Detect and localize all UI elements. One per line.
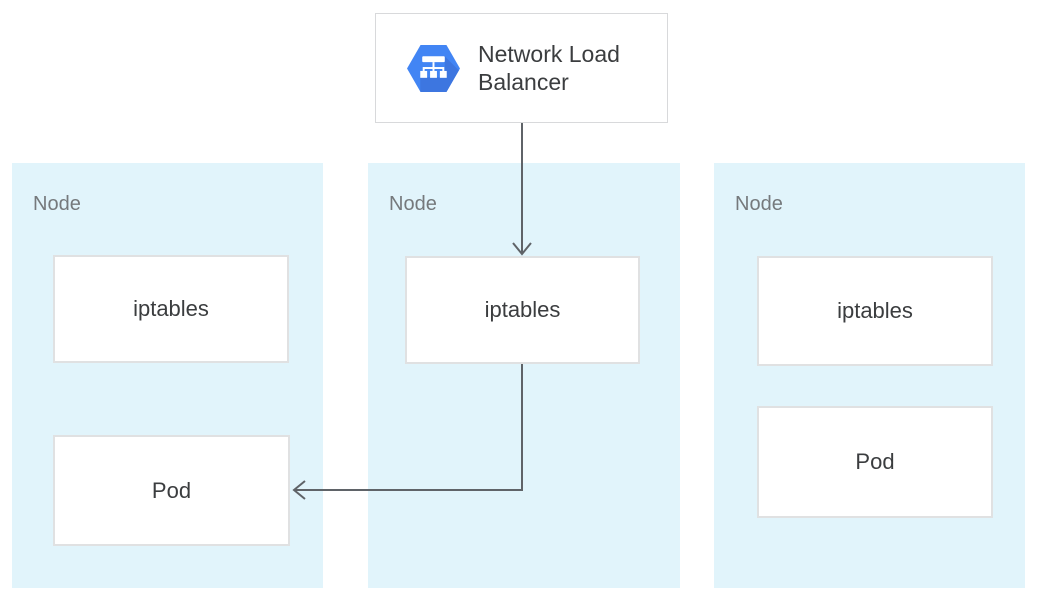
load-balancer-card: Network Load Balancer <box>375 13 668 123</box>
node-1-iptables-label: iptables <box>133 296 209 321</box>
node-3-iptables-label: iptables <box>837 298 913 323</box>
node-1-iptables-box: iptables <box>53 255 289 363</box>
node-2-iptables-box: iptables <box>405 256 640 364</box>
load-balancer-label: Network Load Balancer <box>478 41 620 95</box>
node-1-label: Node <box>33 193 81 215</box>
node-2-label: Node <box>389 193 437 215</box>
node-panel-3: Node iptables Pod <box>714 163 1025 588</box>
node-2-iptables-label: iptables <box>484 297 561 322</box>
node-panel-2: Node iptables <box>368 163 680 588</box>
node-1-pod-label: Pod <box>151 477 192 503</box>
load-balancer-icon <box>407 44 460 92</box>
node-3-pod-box: Pod <box>757 406 993 518</box>
node-panel-1: Node iptables Pod <box>12 163 323 588</box>
node-3-label: Node <box>735 193 783 215</box>
node-1-pod-box: Pod <box>53 435 290 546</box>
node-3-iptables-box: iptables <box>757 256 993 366</box>
node-3-pod-label: Pod <box>855 449 895 474</box>
